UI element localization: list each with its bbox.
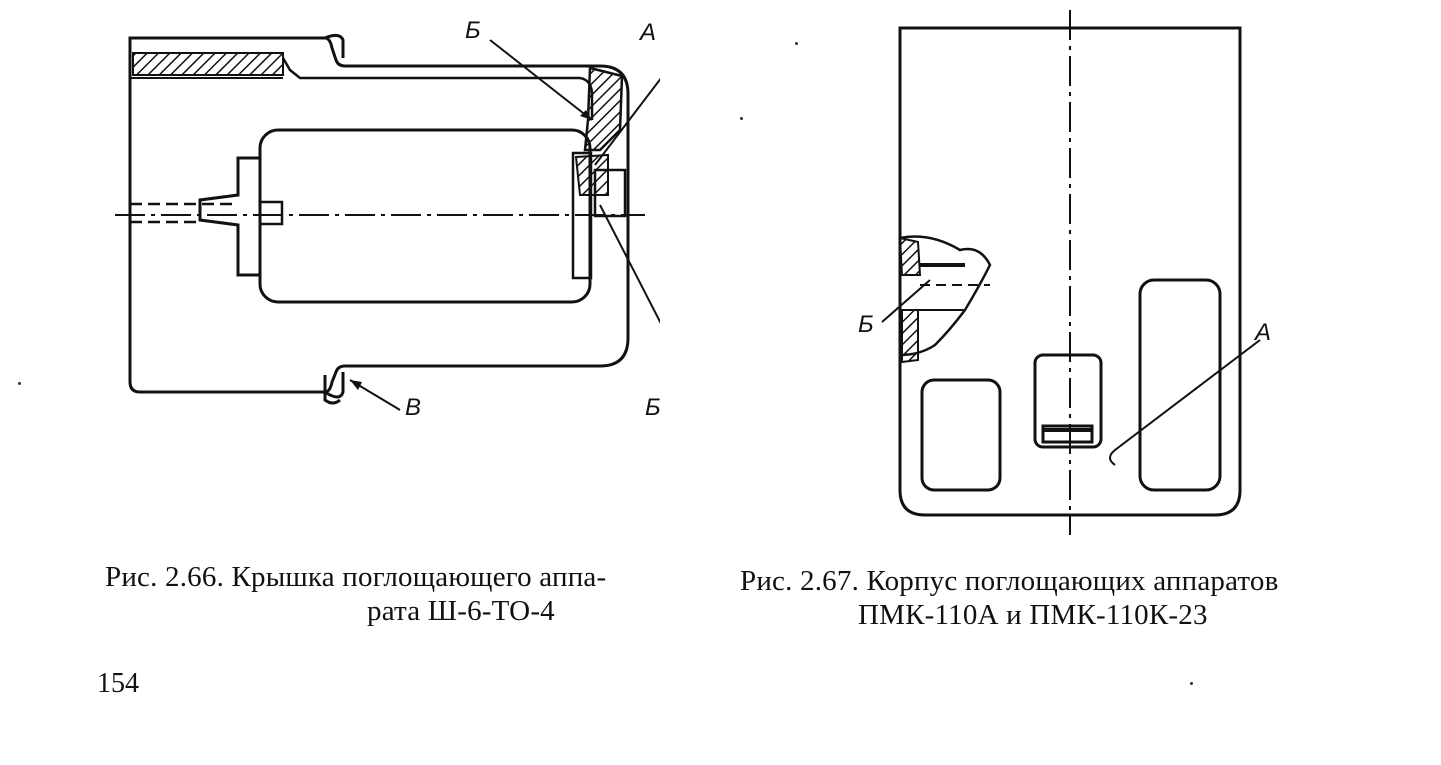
left-stem [198,156,260,277]
right-hatched-wall [583,66,624,152]
leader-b-top [489,39,593,121]
label-a-67: А [1253,319,1271,346]
scan-speck [740,117,743,120]
figure-2-67-caption: Рис. 2.67. Корпус поглощающих аппаратов … [740,564,1400,632]
caption-67-line1: Рис. 2.67. Корпус поглощающих аппаратов [740,565,1279,597]
label-v: В [405,394,421,421]
right-pocket [1138,278,1222,492]
scan-speck [18,382,21,385]
caption-66-line2: рата Ш-6-ТО-4 [367,595,555,627]
leader-b [881,279,931,323]
top-inner-wall [281,57,580,80]
page-number: 154 [97,668,139,699]
leader-a [594,77,660,166]
right-boss [593,168,627,218]
bottom-tab [323,375,341,405]
center-window [1033,353,1103,449]
section-hatch [898,236,922,364]
scan-speck [795,42,798,45]
left-pocket [920,378,1002,492]
label-b-top: Б [465,20,481,44]
scan-speck [1190,682,1193,685]
caption-67-line2: ПМК-110А и ПМК-110К-23 [858,599,1208,631]
top-hatched-strip [132,52,284,76]
figure-2-66-drawing: Б А Б В [115,20,660,421]
label-a: А [638,20,656,46]
body-outline [898,26,1242,517]
figure-2-67-drawing: Б А [858,10,1271,535]
label-b-bottom: Б [645,394,660,421]
top-flange [324,33,345,58]
label-b-67: Б [858,311,874,338]
right-inner-wall [579,76,594,120]
leader-a-67 [1109,339,1261,466]
window-latch [1041,424,1094,444]
figure-2-66-caption: Рис. 2.66. Крышка поглощающего аппа- рат… [105,560,720,628]
right-insert-hatch [574,153,609,196]
stem-nut [258,200,284,226]
leader-b-bottom [599,204,660,324]
bottom-flange [324,372,345,399]
section-break [899,235,992,357]
caption-66-line1: Рис. 2.66. Крышка поглощающего аппа- [105,561,607,593]
